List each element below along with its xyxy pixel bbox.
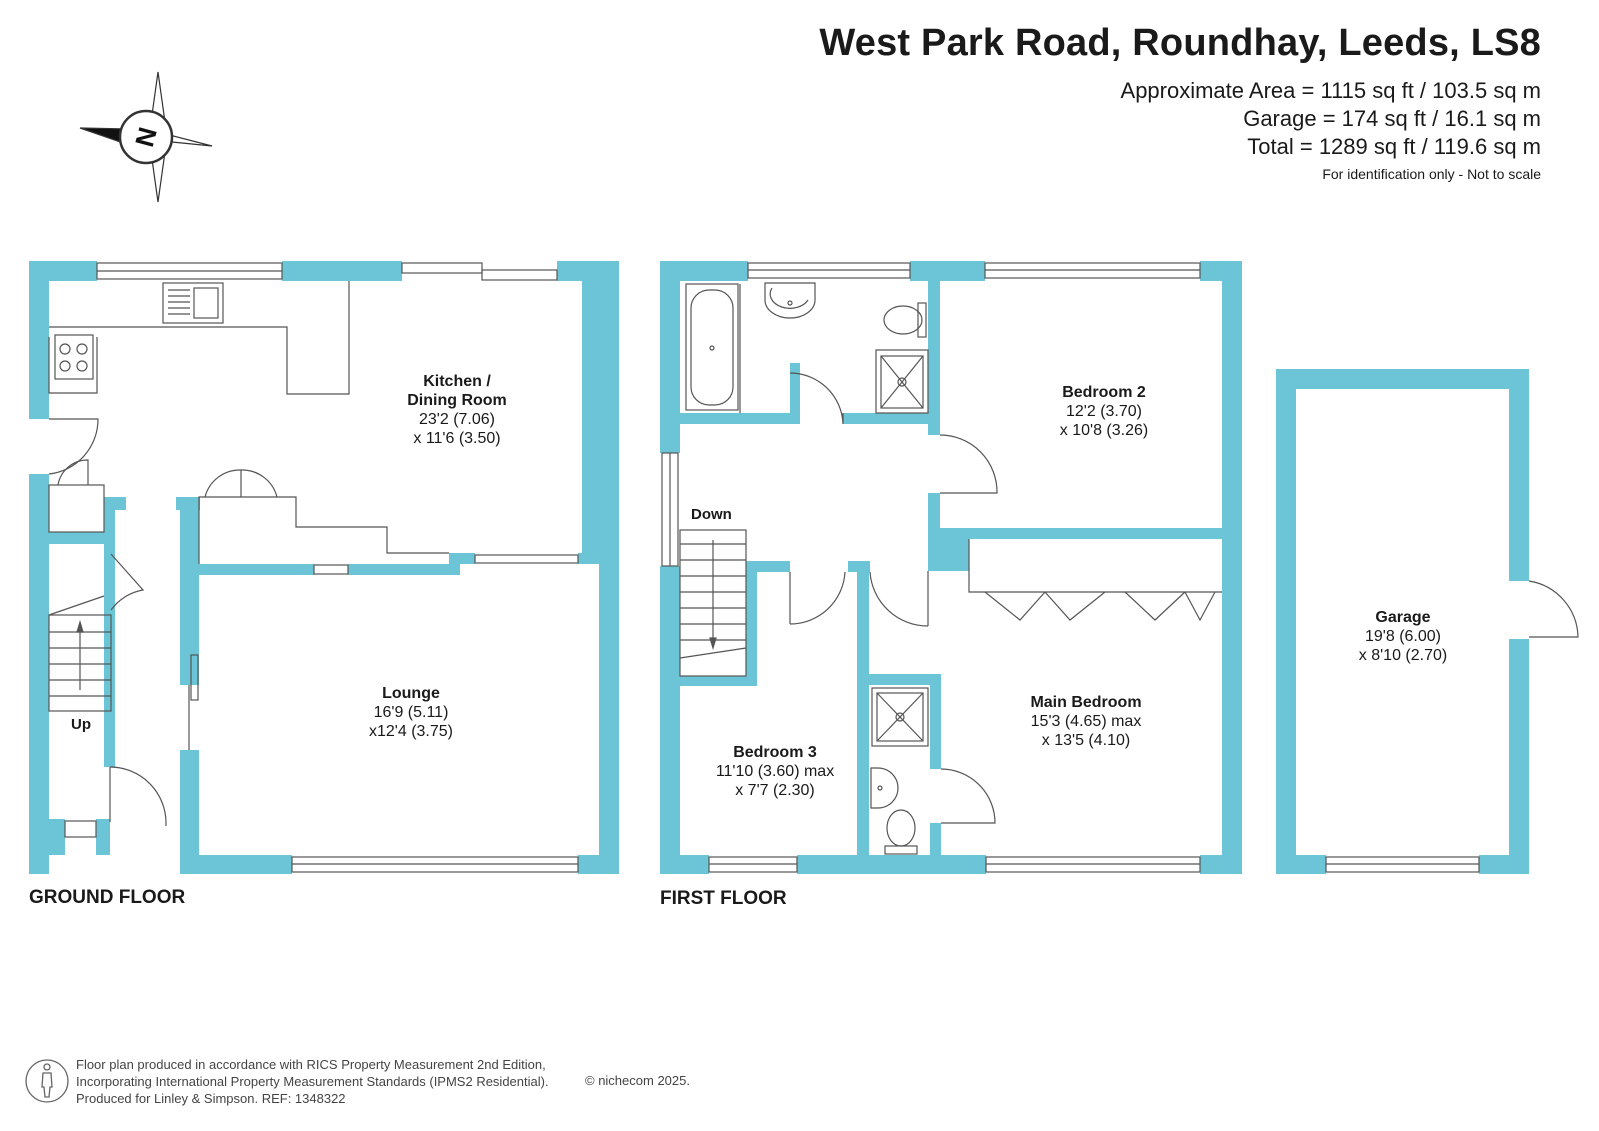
room-bedroom-3: Bedroom 3 11'10 (3.60) max x 7'7 (2.30) <box>716 743 834 800</box>
disclaimer: For identification only - Not to scale <box>1322 166 1541 182</box>
room-name: Kitchen / <box>423 373 491 390</box>
first-floor-walls <box>660 261 1242 874</box>
room-dimension: x 7'7 (2.30) <box>735 782 815 799</box>
first-floor-fixtures <box>661 262 1222 873</box>
footer-line: Incorporating International Property Mea… <box>76 1074 549 1089</box>
room-dimension: x 13'5 (4.10) <box>1041 732 1131 749</box>
footer-note: Floor plan produced in accordance with R… <box>76 1056 549 1107</box>
room-main-bedroom: Main Bedroom 15'3 (4.65) max x 13'5 (4.1… <box>1030 693 1141 750</box>
room-dimension: 15'3 (4.65) max <box>1030 713 1142 730</box>
room-dimension: 16'9 (5.11) <box>373 704 449 721</box>
room-bedroom-2: Bedroom 2 12'2 (3.70) x 10'8 (3.26) <box>1060 383 1148 440</box>
room-lounge: Lounge 16'9 (5.11) x12'4 (3.75) <box>369 684 453 741</box>
compass-rose-icon: N <box>79 71 213 203</box>
room-dimension: 12'2 (3.70) <box>1066 403 1142 420</box>
page-title: West Park Road, Roundhay, Leeds, LS8 <box>819 22 1541 64</box>
ground-floor-label: GROUND FLOOR <box>29 887 186 908</box>
stairs-up-label: Up <box>71 716 91 733</box>
room-dimension: 23'2 (7.06) <box>418 411 495 428</box>
garage-fixtures <box>1325 580 1579 873</box>
room-name: Bedroom 2 <box>1062 384 1146 401</box>
approximate-area: Approximate Area = 1115 sq ft / 103.5 sq… <box>1120 78 1541 103</box>
room-dimension: x 11'6 (3.50) <box>413 430 501 447</box>
room-name: Garage <box>1375 609 1431 626</box>
footer-line: Floor plan produced in accordance with R… <box>76 1057 546 1072</box>
ground-floor-fixtures <box>48 262 579 873</box>
room-kitchen-dining: Kitchen / Dining Room 23'2 (7.06) x 11'6… <box>407 372 507 448</box>
ground-floor-walls <box>29 261 619 874</box>
room-dimension: 19'8 (6.00) <box>1365 628 1441 645</box>
room-dimension: 11'10 (3.60) max <box>715 763 835 780</box>
room-dimension: x 10'8 (3.26) <box>1059 422 1149 439</box>
garage-walls <box>1276 369 1529 874</box>
first-floor-label: FIRST FLOOR <box>660 888 787 909</box>
room-name: Bedroom 3 <box>733 744 817 761</box>
room-name: Main Bedroom <box>1030 694 1142 711</box>
person-icon <box>25 1059 69 1103</box>
room-dimension: x 8'10 (2.70) <box>1358 647 1448 664</box>
footer-line: Produced for Linley & Simpson. REF: 1348… <box>76 1091 346 1106</box>
total-area: Total = 1289 sq ft / 119.6 sq m <box>1247 134 1541 159</box>
copyright: © nichecom 2025. <box>585 1073 690 1088</box>
room-dimension: x12'4 (3.75) <box>369 723 453 740</box>
garage-area: Garage = 174 sq ft / 16.1 sq m <box>1243 106 1541 131</box>
room-garage: Garage 19'8 (6.00) x 8'10 (2.70) <box>1359 608 1447 665</box>
room-name: Dining Room <box>407 392 507 409</box>
room-name: Lounge <box>382 685 440 702</box>
stairs-down-label: Down <box>691 506 732 523</box>
